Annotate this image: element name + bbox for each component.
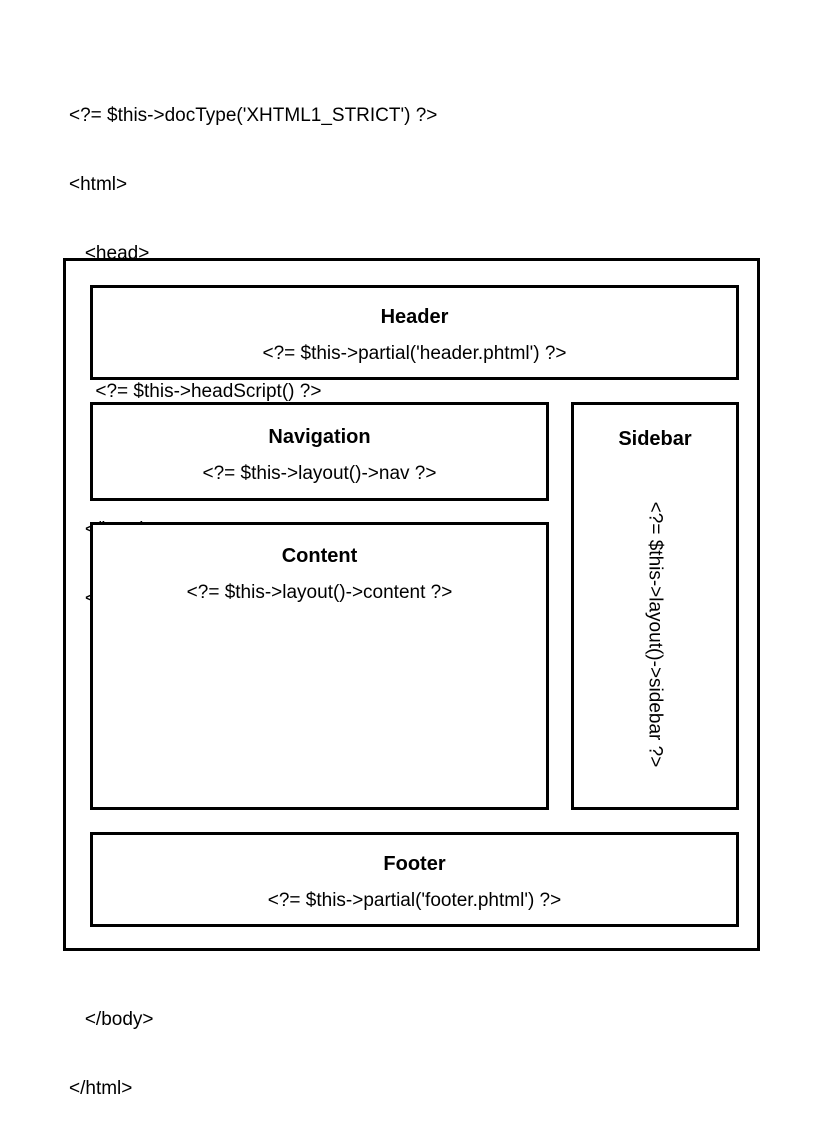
region-title-header: Header [380,306,449,328]
region-box-header: Header <?= $this->partial('header.phtml'… [90,285,739,380]
region-title-sidebar: Sidebar [618,428,692,450]
region-code-footer: <?= $this->partial('footer.phtml') ?> [267,890,562,911]
region-code-content: <?= $this->layout()->content ?> [186,582,453,603]
region-code-header: <?= $this->partial('header.phtml') ?> [262,343,567,364]
region-box-footer: Footer <?= $this->partial('footer.phtml'… [90,832,739,927]
region-box-sidebar: Sidebar <?= $this->layout()->sidebar ?> [571,402,739,810]
body-container-box: Header <?= $this->partial('header.phtml'… [63,258,760,951]
region-code-navigation: <?= $this->layout()->nav ?> [202,463,437,484]
code-line: <?= $this->docType('XHTML1_STRICT') ?> [69,105,438,126]
region-title-footer: Footer [383,853,446,875]
code-line: <html> [69,174,128,195]
region-title-navigation: Navigation [268,426,371,448]
region-box-content: Content <?= $this->layout()->content ?> [90,522,549,810]
code-line: </body> [69,1009,154,1030]
region-code-sidebar-wrapper: <?= $this->layout()->sidebar ?> [574,461,736,807]
code-listing-bottom: </body> </html> [69,962,154,1123]
code-line: </html> [69,1078,133,1099]
region-box-navigation: Navigation <?= $this->layout()->nav ?> [90,402,549,501]
region-code-sidebar: <?= $this->layout()->sidebar ?> [644,501,666,767]
region-title-content: Content [281,545,358,567]
code-line: <?= $this->headScript() ?> [69,381,322,402]
